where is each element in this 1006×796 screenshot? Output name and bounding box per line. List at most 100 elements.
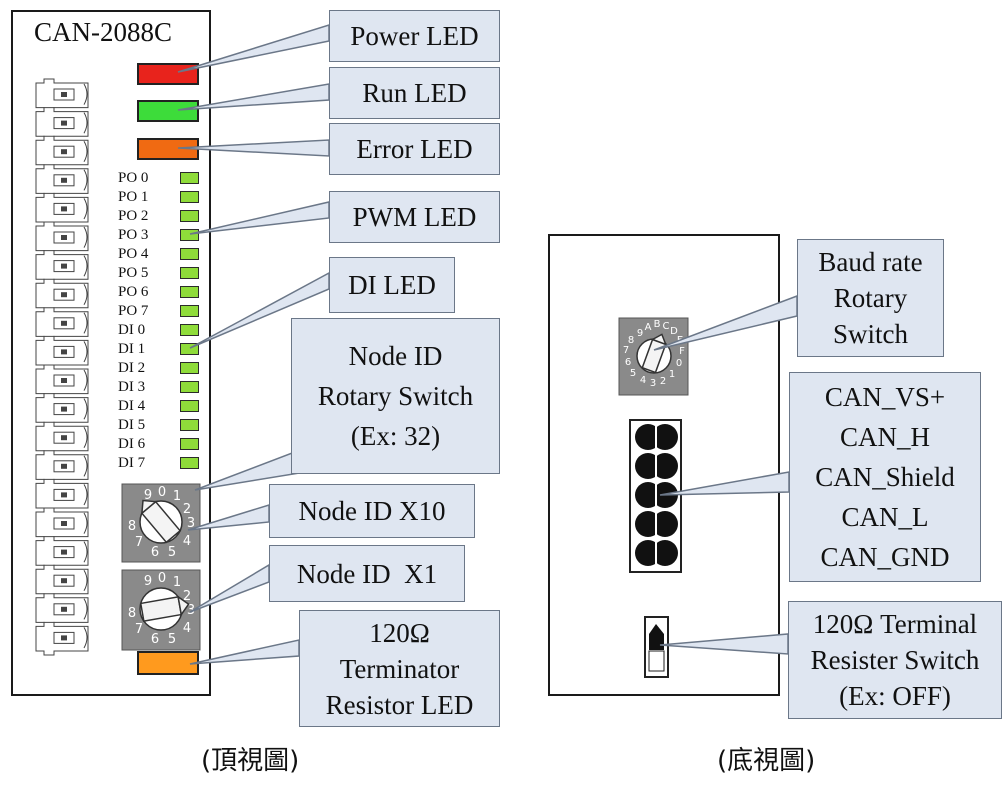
error-led-callout: Error LED [329,123,500,175]
terminal-screw-head [61,177,67,183]
terminal-edge [83,226,88,248]
svg-text:1: 1 [669,369,675,380]
can-pin-shield: CAN_Shield [815,462,955,492]
module-title: CAN-2088C [34,17,173,47]
terminal-edge [83,283,88,306]
svg-text:0: 0 [158,485,166,500]
terminator-line-1: 120Ω [369,617,430,648]
svg-text:9: 9 [144,574,152,589]
svg-text:7: 7 [623,345,629,356]
terminal-edge [83,255,88,277]
terminator-line-2: Terminator [339,653,460,684]
svg-text:6: 6 [625,357,631,368]
led-label-di4: DI 4 [118,398,146,414]
terminal-screw-head [61,320,67,326]
led-label-di7: DI 7 [118,455,146,471]
can-pins-callout: CAN_VS+ CAN_H CAN_Shield CAN_L CAN_GND [789,372,981,582]
svg-text:5: 5 [168,632,176,647]
terminal-screw-head [61,606,67,612]
led-label-di0: DI 0 [118,322,146,338]
terminal-screw-head [61,635,67,641]
svg-text:3: 3 [187,603,195,618]
run-led [137,100,199,122]
terminal-switch-line-2: Resister Switch [810,645,980,675]
svg-text:6: 6 [151,632,159,647]
terminal-screw-head [61,435,67,441]
terminator-led-callout: 120Ω Terminator Resistor LED [299,610,500,727]
run-led-label: Run LED [362,78,467,108]
led-label-di1: DI 1 [118,341,146,357]
di-led-callout: DI LED [329,257,455,313]
svg-text:2: 2 [183,589,191,604]
di4-led [180,400,199,412]
terminal-edge [83,312,88,334]
terminal-screw-head [61,349,67,355]
svg-text:4: 4 [640,375,646,386]
top-view-caption: (頂視圖) [201,746,300,776]
svg-text:3: 3 [650,378,656,389]
svg-text:F: F [679,346,685,357]
can-pin-screw [652,453,678,479]
terminal-edge [83,455,88,477]
di3-led [180,381,199,393]
po6-led [180,286,199,298]
terminal-edge [83,169,88,191]
pwm-led-label: PWM LED [352,202,477,232]
terminal-edge [83,341,88,363]
pwm-led-callout: PWM LED [329,191,500,243]
terminal-screw-head [61,406,67,412]
terminal-edge [83,569,88,592]
svg-text:9: 9 [144,488,152,503]
error-led-label: Error LED [356,134,473,164]
terminal-edge [83,369,88,391]
svg-text:D: D [670,326,678,337]
terminal-switch-callout: 120Ω Terminal Resister Switch (Ex: OFF) [788,601,1002,719]
terminal-screw-head [61,292,67,298]
terminator-line-3: Resistor LED [325,689,474,720]
power-led-callout: Power LED [329,10,500,62]
po7-led [180,305,199,317]
power-led-label: Power LED [350,21,479,51]
svg-text:1: 1 [173,575,181,590]
svg-text:6: 6 [151,545,159,560]
led-label-po1: PO 1 [118,189,149,205]
svg-text:0: 0 [676,358,682,369]
terminator-resistor-led [137,651,199,675]
led-label-po0: PO 0 [118,170,149,186]
terminal-edge [83,112,88,134]
svg-text:C: C [663,321,670,332]
terminal-edge [83,627,88,649]
led-label-po4: PO 4 [118,246,149,262]
svg-text:5: 5 [168,545,176,560]
node-id-rotary-callout: Node ID Rotary Switch (Ex: 32) [291,318,500,474]
svg-text:2: 2 [660,376,666,387]
baud-rate-line-3: Switch [832,319,908,349]
svg-text:B: B [654,319,661,330]
can-pin-l: CAN_L [841,502,929,532]
node-id-x10-callout: Node ID X10 [269,484,475,538]
baud-rate-line-1: Baud rate [818,247,923,277]
terminal-edge [83,140,88,163]
terminal-screw-head [61,92,67,97]
led-label-po3: PO 3 [118,227,149,243]
node-id-x10-label: Node ID X10 [298,496,446,526]
terminal-screw-head [61,578,67,584]
can-pin-screw [652,424,678,450]
svg-text:8: 8 [128,519,136,534]
terminal-edge [83,484,88,506]
run-led-callout: Run LED [329,67,500,119]
svg-text:8: 8 [628,335,634,346]
led-label-po7: PO 7 [118,303,149,319]
node-id-rotary-line-2: Rotary Switch [317,381,474,411]
po2-led [180,210,199,222]
led-label-di5: DI 5 [118,417,146,433]
led-label-di6: DI 6 [118,436,146,452]
can-pin-gnd: CAN_GND [820,542,950,572]
can-pin-screw [652,540,678,566]
bottom-view-caption: (底視圖) [717,746,816,776]
di6-led [180,438,199,450]
